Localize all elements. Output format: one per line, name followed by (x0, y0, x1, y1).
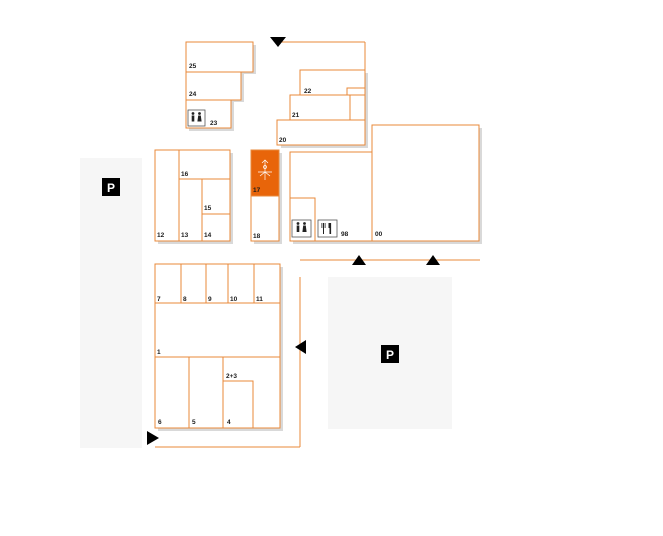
label-98: 98 (341, 231, 349, 238)
you-are-here-icon (258, 159, 272, 180)
unit-5[interactable] (188, 356, 224, 429)
cluster-right (289, 124, 482, 244)
unit-18[interactable] (250, 195, 280, 242)
label-15: 15 (204, 205, 212, 212)
toilets-icon-right (291, 219, 312, 238)
svg-text:P: P (107, 181, 115, 195)
unit-labels: 25 24 23 22 21 20 16 15 14 13 12 17 18 9… (157, 63, 383, 426)
unit-20[interactable] (276, 119, 366, 146)
label-21: 21 (292, 112, 300, 119)
cluster-top-right (276, 69, 368, 148)
label-12: 12 (157, 232, 165, 239)
label-7: 7 (157, 296, 161, 303)
parking-sign-right: P (381, 345, 399, 363)
parking-sign-left: P (102, 178, 120, 196)
toilets-icon (187, 109, 206, 127)
label-10: 10 (230, 296, 238, 303)
unit-21[interactable] (289, 94, 366, 121)
label-24: 24 (189, 91, 197, 98)
unit-25[interactable] (185, 41, 254, 73)
unit-16[interactable] (178, 149, 231, 180)
label-2-3: 2+3 (226, 373, 237, 380)
cluster-17-18 (250, 149, 282, 244)
unit-11[interactable] (253, 263, 281, 304)
label-23: 23 (210, 120, 218, 127)
unit-7[interactable] (154, 263, 182, 304)
unit-22[interactable] (299, 69, 366, 96)
label-6: 6 (158, 419, 162, 426)
unit-1[interactable] (154, 302, 281, 358)
label-9: 9 (208, 296, 212, 303)
label-8: 8 (183, 296, 187, 303)
entrance-arrow-top (270, 37, 286, 47)
label-18: 18 (253, 233, 261, 240)
label-1: 1 (157, 349, 161, 356)
label-00: 00 (375, 231, 383, 238)
unit-6[interactable] (154, 356, 190, 429)
unit-24[interactable] (185, 71, 242, 101)
svg-text:P: P (386, 348, 394, 362)
entrances (147, 37, 440, 445)
label-22: 22 (304, 88, 312, 95)
label-13: 13 (181, 232, 189, 239)
parking-area-left (80, 158, 142, 448)
label-4: 4 (227, 419, 231, 426)
entrance-arrow-bottom-left (147, 431, 159, 445)
entrance-arrow-side (295, 340, 306, 354)
restaurant-icon (317, 219, 338, 238)
cluster-left (154, 149, 233, 244)
label-14: 14 (204, 232, 212, 239)
unit-14[interactable] (201, 213, 231, 242)
unit-12[interactable] (154, 149, 180, 242)
unit-00[interactable] (371, 124, 480, 242)
label-5: 5 (192, 419, 196, 426)
entrance-arrow-right-1 (352, 255, 366, 265)
label-16: 16 (181, 171, 189, 178)
label-20: 20 (279, 137, 287, 144)
entrance-arrow-right-2 (426, 255, 440, 265)
cluster-lower (154, 263, 283, 431)
label-17: 17 (253, 187, 261, 194)
label-25: 25 (189, 63, 197, 70)
cluster-top-left (185, 41, 256, 131)
label-11: 11 (256, 296, 263, 303)
unit-15[interactable] (201, 178, 231, 215)
unit-4[interactable] (222, 380, 254, 429)
